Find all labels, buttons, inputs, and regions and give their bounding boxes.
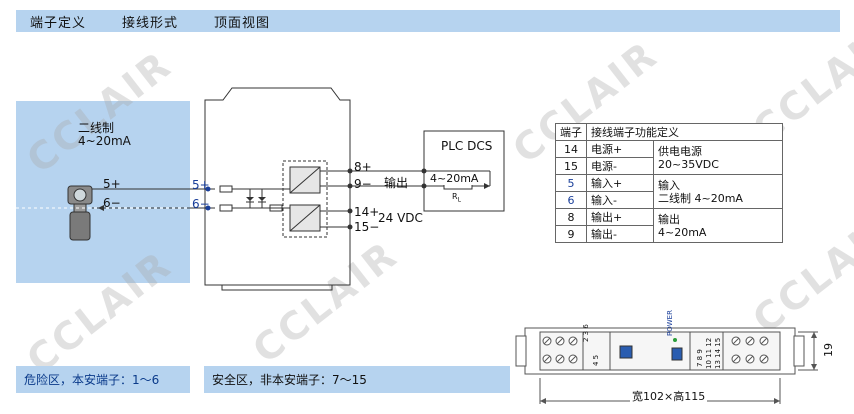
plc-resistor-label: RL <box>452 192 461 204</box>
table-cell-name: 输出- <box>586 225 654 243</box>
table-row: 8 输出+ 输出 4~20mA <box>555 208 783 243</box>
top-view-left-numbers-2: 4 5 <box>592 354 600 366</box>
din-rail-module <box>515 327 805 375</box>
hazard-title: 二线制 <box>78 121 115 135</box>
arrow-icon <box>98 205 104 211</box>
screw-terminals-right <box>731 336 769 364</box>
module-terminal-14: 14+ <box>354 205 380 219</box>
module-terminal-9: 9− <box>354 177 372 191</box>
module-terminal-15: 15− <box>354 220 380 234</box>
width-dimension-label: 宽102×高115 <box>630 388 708 404</box>
header-terminal-definition: 端子定义 <box>30 15 87 31</box>
diode-bridge-icon <box>246 189 266 208</box>
safe-zone-footer: 安全区，非本安端子：7～15 <box>204 366 510 393</box>
header-wiring-form: 接线形式 <box>122 15 179 31</box>
power-led-icon <box>673 338 677 342</box>
isolation-transformer-icon <box>282 160 328 238</box>
module-terminal-8: 8+ <box>354 160 372 174</box>
hazard-zone-text: 危险区，本安端子：1～6 <box>24 373 160 387</box>
resistor-icon <box>269 204 283 212</box>
table-cell-name: 输入+ <box>586 174 654 192</box>
power-label: POWER <box>666 310 674 336</box>
top-view-left-numbers-1: 2 3 6 <box>582 324 590 342</box>
plc-title: PLC DCS <box>441 139 493 153</box>
table-cell-name: 输入- <box>586 191 654 209</box>
module-base <box>221 285 333 291</box>
screw-terminals-left <box>542 336 578 364</box>
terminal-definition-table: 端子 接线端子功能定义 14 电源+ 供电电源 20~35VDC 15 电源- … <box>555 123 783 243</box>
section-header: 端子定义 接线形式 顶面视图 <box>16 10 840 32</box>
hazard-area <box>16 101 190 283</box>
table-header-terminal: 端子 <box>555 123 587 141</box>
table-row: 9 输出- <box>555 225 783 243</box>
table-row: 5 输入+ 输入 二线制 4~20mA <box>555 174 783 209</box>
table-header-row: 端子 接线端子功能定义 <box>555 123 783 141</box>
table-header-function: 接线端子功能定义 <box>586 123 783 141</box>
hazard-zone-footer: 危险区，本安端子：1～6 <box>16 366 190 393</box>
header-top-view: 顶面视图 <box>214 15 271 31</box>
output-label: 输出 <box>384 176 409 190</box>
hazard-terminal-5: 5+ <box>103 177 121 191</box>
safe-zone-text: 安全区，非本安端子：7～15 <box>212 373 367 387</box>
hazard-terminal-6: 6− <box>103 196 121 210</box>
table-cell-fn: 供电电源 20~35VDC <box>653 140 783 175</box>
hazard-signal: 4~20mA <box>78 134 131 148</box>
terminal-6-dot <box>205 205 211 211</box>
height-dimension-label: 19 <box>822 343 835 357</box>
isolator-module-outline <box>204 87 351 286</box>
terminal-5-dot <box>205 186 211 192</box>
top-view-right-numbers-3: 13 14 15 <box>714 337 722 369</box>
ex-logo-icon <box>619 345 633 359</box>
plc-signal: 4~20mA <box>430 172 479 185</box>
module-terminal-5: 5+ <box>192 178 210 192</box>
table-row: 15 电源- <box>555 157 783 175</box>
brand-logo-icon <box>671 347 683 361</box>
top-view-right-numbers-2: 10 11 12 <box>705 337 713 369</box>
transmitter-icon <box>67 185 93 241</box>
supply-label: 24 VDC <box>378 211 423 225</box>
table-cell-fn: 输出 4~20mA <box>653 208 783 243</box>
module-terminal-6: 6− <box>192 197 210 211</box>
top-view-right-numbers-1: 7 8 9 <box>696 349 704 367</box>
